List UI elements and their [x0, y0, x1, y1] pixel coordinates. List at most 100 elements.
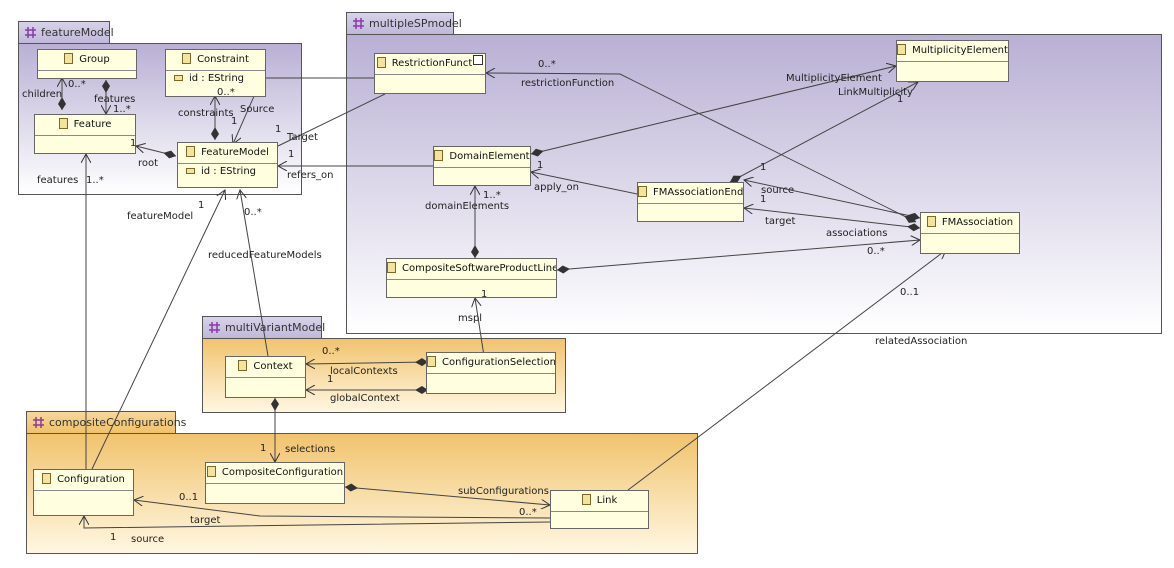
label-mult: 1..*	[113, 104, 131, 115]
assoc-subconfigurations	[344, 487, 550, 505]
assoc-source-link	[84, 516, 551, 529]
label-mult: 1	[288, 149, 295, 160]
class-name: Group	[79, 54, 110, 65]
label-mult: 0..1	[179, 492, 199, 503]
assoc-target-end	[744, 208, 921, 228]
class-featuremodel[interactable]: FeatureModel id : EString	[177, 142, 278, 188]
class-compositeconfiguration[interactable]: CompositeConfiguration	[205, 462, 345, 504]
label-associations: associations	[826, 228, 888, 239]
class-name: Context	[253, 361, 293, 372]
class-context[interactable]: Context	[225, 356, 306, 398]
attribute-id: id : EString	[189, 73, 245, 84]
assoc-associations	[556, 240, 920, 270]
label-globalcontext: globalContext	[330, 393, 400, 404]
class-link[interactable]: Link	[550, 490, 649, 529]
attribute-icon	[186, 168, 195, 174]
package-tab-compositeconfigurations[interactable]: compositeConfigurations	[26, 411, 186, 433]
class-name: Configuration	[57, 474, 125, 485]
class-icon	[206, 466, 216, 477]
class-icon	[186, 146, 196, 157]
class-icon	[42, 473, 52, 484]
class-name: MultiplicityElement	[912, 45, 1008, 56]
assoc-target-link	[134, 500, 551, 519]
assoc-multiplicity	[530, 66, 896, 154]
assoc-root	[136, 146, 177, 156]
class-name: Constraint	[197, 54, 249, 65]
label-mult: 0..*	[867, 246, 885, 257]
class-compositesoftwareproductline[interactable]: CompositeSoftwareProductLine	[386, 258, 557, 298]
class-restrictionfunction[interactable]: RestrictionFunct	[374, 53, 486, 94]
class-fmassociation[interactable]: FMAssociation	[920, 212, 1020, 254]
label-source: Source	[240, 104, 275, 115]
class-feature[interactable]: Feature	[34, 114, 136, 154]
label-mult: 0..*	[244, 207, 262, 218]
package-tab-featuremodel[interactable]: featureModel	[18, 21, 114, 43]
assoc-related	[627, 250, 946, 491]
attribute-id: id : EString	[201, 166, 257, 177]
package-icon	[25, 27, 36, 38]
package-title: featureModel	[41, 26, 114, 39]
label-restrictionfunction: restrictionFunction	[521, 78, 615, 89]
assoc-mspl	[475, 298, 485, 357]
label-mult: 1	[760, 194, 767, 205]
label-mult: 1	[110, 532, 117, 543]
package-title: multipleSPmodel	[369, 17, 462, 30]
label-features: features	[37, 175, 79, 186]
label-children: children	[22, 89, 63, 100]
label-multiplicityelement: MultiplicityElement	[786, 73, 882, 84]
class-name: FeatureModel	[201, 147, 269, 158]
class-icon	[182, 53, 192, 64]
assoc-target	[277, 93, 386, 147]
assoc-localcontexts	[306, 362, 429, 364]
assoc-featuremodel	[91, 190, 225, 470]
label-mult: 0..*	[519, 507, 537, 518]
label-features: features	[94, 94, 136, 105]
class-name: DomainElement	[449, 151, 530, 162]
package-icon	[209, 322, 220, 333]
label-linkmultiplicity: LinkMultiplicity	[838, 87, 913, 98]
class-icon	[376, 57, 386, 68]
label-constraints: constraints	[178, 108, 234, 119]
label-mult: 1	[198, 200, 205, 211]
label-mult: 1	[231, 116, 238, 127]
shortcut-icon	[473, 55, 484, 65]
label-mspl: mspl	[458, 313, 483, 324]
label-source: source	[131, 534, 165, 545]
label-mult: 1	[260, 443, 267, 454]
label-mult: 0..1	[900, 287, 920, 298]
label-mult: 1..*	[86, 175, 104, 186]
package-tab-multiplespmodel[interactable]: multipleSPmodel	[346, 12, 462, 34]
class-group[interactable]: Group	[37, 49, 137, 79]
package-title: compositeConfigurations	[49, 416, 187, 429]
label-subconfigurations: subConfigurations	[458, 486, 549, 497]
class-domainelement[interactable]: DomainElement	[433, 146, 531, 186]
label-featuremodel: featureModel	[127, 211, 194, 222]
label-domainelements: domainElements	[425, 201, 510, 212]
class-name: RestrictionFunct	[391, 58, 473, 69]
class-name: CompositeSoftwareProductLine	[402, 263, 556, 274]
label-mult: 1..*	[483, 190, 501, 201]
class-icon	[238, 360, 248, 371]
class-configuration[interactable]: Configuration	[33, 469, 134, 516]
class-multiplicityelement[interactable]: MultiplicityElement	[896, 40, 1009, 82]
class-name: Link	[596, 495, 618, 506]
label-mult: 1	[760, 162, 767, 173]
package-icon	[33, 417, 44, 428]
label-mult: 0..*	[322, 346, 340, 357]
class-constraint[interactable]: Constraint id : EString	[165, 49, 266, 97]
label-mult: 1	[275, 124, 282, 135]
class-fmassociationend[interactable]: FMAssociationEnd	[637, 182, 744, 222]
assoc-apply-on	[531, 172, 638, 195]
class-icon	[58, 118, 68, 129]
label-localcontexts: localContexts	[330, 366, 398, 377]
label-mult: 0..*	[68, 79, 86, 90]
class-name: FMAssociation	[941, 217, 1014, 228]
class-configurationselection[interactable]: ConfigurationSelection	[426, 352, 556, 394]
label-selections: selections	[285, 444, 336, 455]
class-icon	[897, 44, 907, 55]
label-source: source	[761, 185, 795, 196]
package-tab-multivariantmodel[interactable]: multiVariantModel	[202, 316, 325, 338]
class-icon	[638, 186, 647, 197]
class-name: CompositeConfiguration	[221, 467, 344, 478]
